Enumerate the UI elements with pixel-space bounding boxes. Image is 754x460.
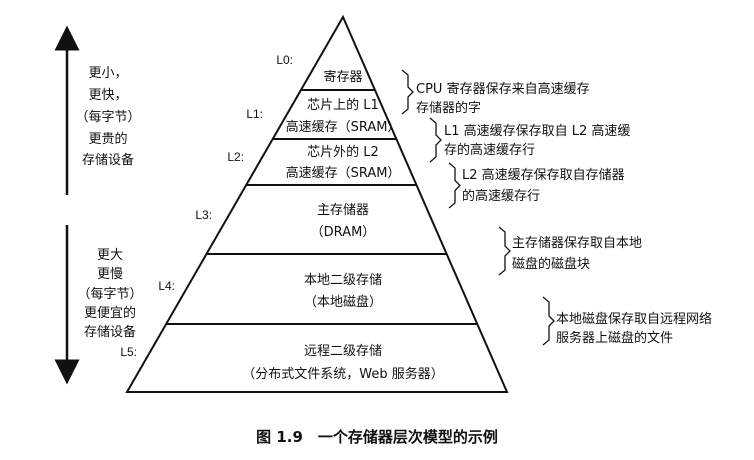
pyramid-level: L5: 远程二级存储 （分布式文件系统，Web 服务器） — [120, 344, 443, 382]
annotation-bracket — [498, 226, 511, 276]
level-dividers — [166, 89, 478, 325]
bottom-note-line: 更大 — [97, 248, 123, 263]
level-text-line: （DRAM） — [311, 225, 376, 240]
level-text-line: 高速缓存（SRAM） — [286, 165, 401, 181]
bottom-note-line: （每字节） — [77, 286, 142, 302]
top-note: 更小， 更快， （每字节） 更贵的 存储设备 — [75, 66, 140, 168]
pyramid-level: L1: 芯片上的 L1 高速缓存（SRAM） — [246, 97, 400, 135]
annotation-text-line: L2 高速缓存保存取自存储器 — [462, 167, 625, 183]
annotation-text-line: 存的高速缓存行 — [444, 142, 535, 158]
pyramid-levels: L0: 寄存器 L1: 芯片上的 L1 高速缓存（SRAM） L2: 芯片外的 L2 高速缓存… — [120, 53, 443, 382]
level-id-label: L0: — [276, 53, 293, 67]
level-text-line: （分布式文件系统，Web 服务器） — [242, 366, 443, 382]
level-id-label: L4: — [158, 279, 175, 293]
annotation-bracket — [542, 296, 555, 346]
annotation-text-line: 本地磁盘保存取自远程网络 — [556, 311, 712, 327]
level-text-line: 高速缓存（SRAM） — [286, 119, 401, 135]
bottom-note-line: 更便宜的 — [84, 305, 136, 321]
figure-caption: 图 1.9 一个存储器层次模型的示例 — [256, 428, 498, 446]
bottom-note-line: 更慢 — [97, 266, 123, 282]
level-text-line: 本地二级存储 — [304, 273, 382, 288]
level-id-label: L1: — [246, 107, 263, 121]
pyramid-outline — [125, 14, 509, 393]
annotation-text-line: 的高速缓存行 — [462, 188, 540, 204]
top-note-line: 更贵的 — [88, 131, 127, 147]
level-text-line: 远程二级存储 — [304, 344, 382, 359]
annotation-text-line: CPU 寄存器保存来自高速缓存 — [416, 81, 590, 97]
annotation-bracket — [401, 69, 414, 115]
pyramid-level: L0: 寄存器 — [276, 53, 362, 85]
top-note-line: 存储设备 — [82, 152, 134, 168]
bottom-note-line: 存储设备 — [84, 324, 136, 340]
level-id-label: L5: — [120, 345, 137, 359]
annotation-bracket — [448, 162, 461, 209]
top-note-line: 更小， — [88, 66, 127, 81]
level-text-line: 芯片外的 L2 — [307, 144, 379, 160]
level-id-label: L3: — [195, 208, 212, 222]
pyramid-level: L2: 芯片外的 L2 高速缓存（SRAM） — [227, 144, 400, 181]
pyramid-level: L4: 本地二级存储 （本地磁盘） — [158, 273, 382, 310]
level-text-line: （本地磁盘） — [304, 294, 382, 310]
level-text-line: 芯片上的 L1 — [307, 97, 379, 113]
annotation-text-line: 服务器上磁盘的文件 — [556, 330, 673, 346]
level-id-label: L2: — [227, 150, 244, 164]
top-note-line: （每字节） — [75, 109, 140, 125]
annotation-text-line: 主存储器保存取自本地 — [512, 236, 642, 251]
annotation-text-line: L1 高速缓存保存取自 L2 高速缓 — [444, 123, 630, 139]
bottom-note: 更大 更慢 （每字节） 更便宜的 存储设备 — [77, 248, 142, 340]
pyramid-level: L3: 主存储器 （DRAM） — [195, 203, 375, 240]
top-note-line: 更快， — [88, 88, 127, 103]
annotation-text-line: 磁盘的磁盘块 — [512, 256, 590, 272]
level-text-line: 主存储器 — [317, 203, 369, 218]
annotation-bracket — [429, 117, 442, 163]
annotation-text-line: 存储器的字 — [416, 100, 481, 116]
level-text-line: 寄存器 — [323, 69, 362, 85]
